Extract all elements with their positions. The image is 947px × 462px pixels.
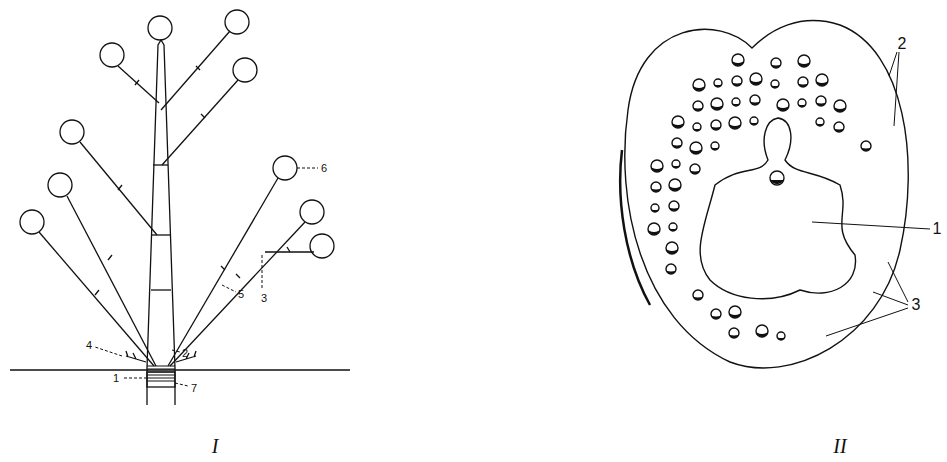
vascular-bundle bbox=[666, 264, 676, 274]
vascular-bundle bbox=[693, 101, 703, 111]
central-cavity bbox=[700, 118, 855, 299]
vascular-bundle bbox=[798, 55, 810, 67]
stem-cross-section bbox=[620, 21, 930, 368]
vascular-bundle bbox=[672, 116, 684, 128]
vascular-bundle bbox=[714, 79, 722, 87]
vascular-bundle bbox=[651, 204, 659, 212]
vascular-bundle bbox=[669, 179, 681, 191]
figure-caption: II bbox=[833, 436, 846, 456]
vascular-bundle bbox=[651, 160, 663, 172]
callout-number: 2 bbox=[898, 36, 907, 52]
vascular-bundle bbox=[771, 58, 781, 68]
vascular-bundle bbox=[732, 54, 744, 66]
section-outline bbox=[625, 21, 908, 368]
vascular-bundle bbox=[750, 95, 760, 105]
vascular-bundle bbox=[693, 79, 705, 91]
shoot-scheme bbox=[10, 10, 350, 405]
callout-number: 1 bbox=[113, 373, 119, 384]
vascular-bundle bbox=[816, 74, 828, 86]
figure-caption: I bbox=[212, 436, 219, 456]
callout-number: 1 bbox=[933, 221, 942, 237]
vascular-bundle bbox=[777, 99, 789, 111]
vascular-bundle bbox=[669, 223, 677, 231]
vascular-bundle bbox=[732, 76, 742, 86]
vascular-bundle bbox=[711, 142, 719, 150]
vascular-bundle bbox=[816, 96, 826, 106]
vascular-bundle bbox=[711, 309, 721, 319]
callout-number: 2 bbox=[182, 348, 188, 359]
vascular-bundle bbox=[861, 141, 871, 151]
vascular-bundle bbox=[777, 332, 785, 340]
cortex-mark bbox=[620, 150, 650, 305]
vascular-bundle bbox=[672, 160, 680, 168]
stem bbox=[147, 40, 175, 405]
vascular-bundles bbox=[620, 54, 871, 340]
vascular-bundle bbox=[816, 118, 824, 126]
vascular-bundle bbox=[729, 328, 739, 338]
vascular-bundle bbox=[834, 100, 846, 112]
vascular-bundle bbox=[651, 182, 661, 192]
node-box bbox=[147, 372, 175, 387]
vascular-bundle bbox=[669, 201, 679, 211]
vascular-bundle bbox=[666, 242, 678, 254]
vascular-bundle bbox=[690, 142, 702, 154]
vascular-bundle bbox=[756, 325, 768, 337]
callout-number: 3 bbox=[261, 293, 267, 304]
vascular-bundle bbox=[834, 122, 844, 132]
callout-number: 6 bbox=[321, 163, 327, 174]
vascular-bundle bbox=[750, 73, 762, 85]
vascular-bundle bbox=[771, 80, 779, 88]
vascular-bundle bbox=[690, 164, 700, 174]
vascular-bundle bbox=[729, 306, 741, 318]
vascular-bundle bbox=[798, 99, 806, 107]
vascular-bundle bbox=[648, 223, 660, 235]
callout-number: 3 bbox=[912, 297, 921, 313]
vascular-bundle bbox=[693, 290, 703, 300]
callout-number: 5 bbox=[238, 289, 244, 300]
vascular-bundle bbox=[750, 117, 758, 125]
vascular-bundle bbox=[711, 120, 721, 130]
vascular-bundle bbox=[729, 117, 741, 129]
vascular-bundle bbox=[672, 138, 682, 148]
callout-number: 7 bbox=[191, 383, 197, 394]
vascular-bundle bbox=[711, 98, 723, 110]
callout-number: 4 bbox=[86, 340, 92, 351]
vascular-bundle bbox=[798, 77, 808, 87]
vascular-bundle bbox=[693, 123, 701, 131]
vascular-bundle bbox=[732, 98, 740, 106]
